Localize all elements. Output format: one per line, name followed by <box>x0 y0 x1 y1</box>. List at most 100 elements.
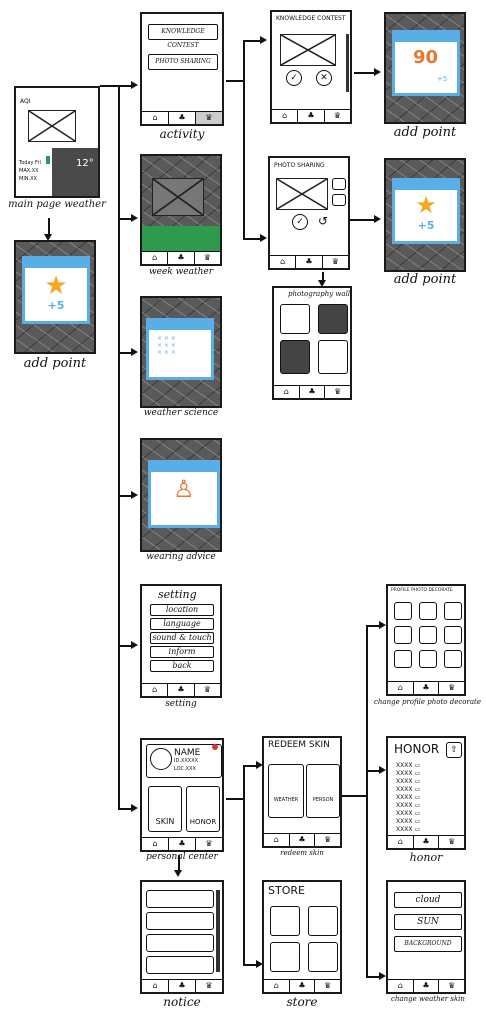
store-item[interactable] <box>270 906 300 936</box>
nav-me-icon[interactable]: ♛ <box>205 839 213 848</box>
nav-home-icon[interactable]: ⌂ <box>272 110 299 122</box>
gallery-icon[interactable] <box>332 194 346 206</box>
frame-option[interactable] <box>444 650 462 668</box>
camera-icon[interactable] <box>332 178 346 190</box>
nav-home-icon[interactable]: ⌂ <box>388 980 414 992</box>
nav-tree-icon[interactable]: ♣ <box>414 980 440 992</box>
nav-home-icon[interactable]: ⌂ <box>388 682 414 694</box>
arrow-skin <box>379 972 386 980</box>
frame-option[interactable] <box>419 650 437 668</box>
nav-me-icon[interactable]: ♛ <box>324 981 332 990</box>
wall-photo-2[interactable] <box>318 304 348 334</box>
redeem-title: REDEEM SKIN <box>268 740 330 750</box>
nav-tree-icon[interactable]: ♣ <box>168 684 195 696</box>
nav-me-icon[interactable]: ♛ <box>324 835 332 844</box>
nav-home-icon[interactable]: ⌂ <box>142 252 169 264</box>
notice-item[interactable] <box>146 890 214 908</box>
branch-week <box>118 218 132 220</box>
notice-item[interactable] <box>146 934 214 952</box>
nav-tree-icon[interactable]: ♣ <box>414 682 440 694</box>
answer-correct[interactable]: ✓ <box>286 70 302 86</box>
knowledge-scrollbar[interactable] <box>346 34 349 92</box>
nav-tree-icon[interactable]: ♣ <box>169 838 196 850</box>
nav-home-icon[interactable]: ⌂ <box>142 838 169 850</box>
skin-background[interactable]: BACKGROUND <box>394 936 462 952</box>
frame-option[interactable] <box>394 602 412 620</box>
notice-scrollbar[interactable] <box>216 890 220 972</box>
nav-home-icon[interactable]: ⌂ <box>142 980 169 992</box>
nav-home-icon[interactable]: ⌂ <box>142 684 169 696</box>
knowledge-contest-button[interactable]: KNOWLEDGE CONTEST <box>148 24 218 49</box>
wall-photo-3[interactable] <box>280 340 310 374</box>
photo-navbar: ⌂♣ ♛ <box>270 255 348 268</box>
wall-photo-4[interactable] <box>318 340 348 374</box>
nav-me-icon[interactable]: ♛ <box>333 111 341 120</box>
caption-change-profile: change profile photo decorate <box>374 698 481 706</box>
nav-me-icon[interactable]: ♛ <box>203 685 211 694</box>
setting-location[interactable]: location <box>150 604 214 616</box>
nav-tree-icon[interactable]: ♣ <box>298 110 325 122</box>
nav-tree-icon[interactable]: ♣ <box>169 980 196 992</box>
nav-me-icon[interactable]: ♛ <box>205 981 213 990</box>
nav-home-icon[interactable]: ⌂ <box>270 256 297 268</box>
setting-inform[interactable]: inform <box>150 646 214 658</box>
person-skin-option[interactable]: PERSON <box>306 764 340 818</box>
points-popup: ★ +5 <box>22 256 90 324</box>
notice-item[interactable] <box>146 912 214 930</box>
skin-cloud[interactable]: cloud <box>394 892 462 908</box>
nav-me-icon[interactable]: ♛ <box>448 837 456 846</box>
nav-tree-icon[interactable]: ♣ <box>290 980 316 992</box>
nav-home-icon[interactable]: ⌂ <box>264 834 290 846</box>
setting-sound[interactable]: sound & touch <box>150 632 214 644</box>
nav-home-icon[interactable]: ⌂ <box>274 386 300 398</box>
frame-option[interactable] <box>444 626 462 644</box>
photo-sharing-button[interactable]: PHOTO SHARING <box>148 54 218 70</box>
arrow-photo-down <box>318 280 326 287</box>
notice-screen: ⌂♣ ♛ <box>140 880 224 994</box>
undo-icon[interactable]: ↺ <box>318 214 329 228</box>
nav-home-icon[interactable]: ⌂ <box>264 980 290 992</box>
skin-sun[interactable]: SUN <box>394 914 462 930</box>
nav-tree-icon[interactable]: ♣ <box>168 252 195 264</box>
notice-item[interactable] <box>146 956 214 974</box>
nav-me-icon[interactable]: ♛ <box>203 253 211 262</box>
caption-change-weather-skin: change weather skin <box>391 995 465 1003</box>
arrow-profile <box>379 621 386 629</box>
nav-tree-icon[interactable]: ♣ <box>290 834 316 846</box>
nav-me-icon[interactable]: ♛ <box>448 683 456 692</box>
week-weather-screen: ⌂♣ ♛ <box>140 154 222 266</box>
frame-option[interactable] <box>419 602 437 620</box>
activity-screen: KNOWLEDGE CONTEST PHOTO SHARING ⌂♣♛ <box>140 12 224 126</box>
nav-home-icon[interactable]: ⌂ <box>388 836 414 848</box>
notification-badge[interactable] <box>212 744 218 750</box>
weather-skin-option[interactable]: WEATHER <box>268 764 304 818</box>
frame-option[interactable] <box>394 650 412 668</box>
honor-button[interactable]: HONOR <box>186 786 220 832</box>
nav-home-icon[interactable]: ⌂ <box>142 112 169 124</box>
avatar[interactable] <box>150 748 172 770</box>
redeem-skin-screen: REDEEM SKIN WEATHER PERSON ⌂♣ ♛ <box>262 736 342 848</box>
frame-option[interactable] <box>419 626 437 644</box>
store-item[interactable] <box>270 942 300 972</box>
nav-tree-icon[interactable]: ♣ <box>300 386 326 398</box>
store-item[interactable] <box>308 906 338 936</box>
skin-button[interactable]: SKIN <box>148 786 182 832</box>
caption-notice: notice <box>163 995 201 1009</box>
share-icon[interactable]: ⇧ <box>446 742 462 758</box>
nav-me-icon[interactable]: ♛ <box>448 981 456 990</box>
wall-photo-1[interactable] <box>280 304 310 334</box>
nav-me-icon[interactable]: ♛ <box>334 387 342 396</box>
answer-wrong[interactable]: ✕ <box>316 70 332 86</box>
week-weather-strip[interactable] <box>142 226 220 252</box>
nav-tree-icon[interactable]: ♣ <box>414 836 440 848</box>
frame-option[interactable] <box>444 602 462 620</box>
nav-me-icon[interactable]: ♛ <box>196 112 222 124</box>
nav-tree-icon[interactable]: ♣ <box>169 112 196 124</box>
frame-option[interactable] <box>394 626 412 644</box>
setting-back[interactable]: back <box>150 660 214 672</box>
nav-tree-icon[interactable]: ♣ <box>296 256 323 268</box>
setting-language[interactable]: language <box>150 618 214 630</box>
nav-me-icon[interactable]: ♛ <box>331 257 339 266</box>
confirm-icon[interactable]: ✓ <box>292 214 308 230</box>
store-item[interactable] <box>308 942 338 972</box>
